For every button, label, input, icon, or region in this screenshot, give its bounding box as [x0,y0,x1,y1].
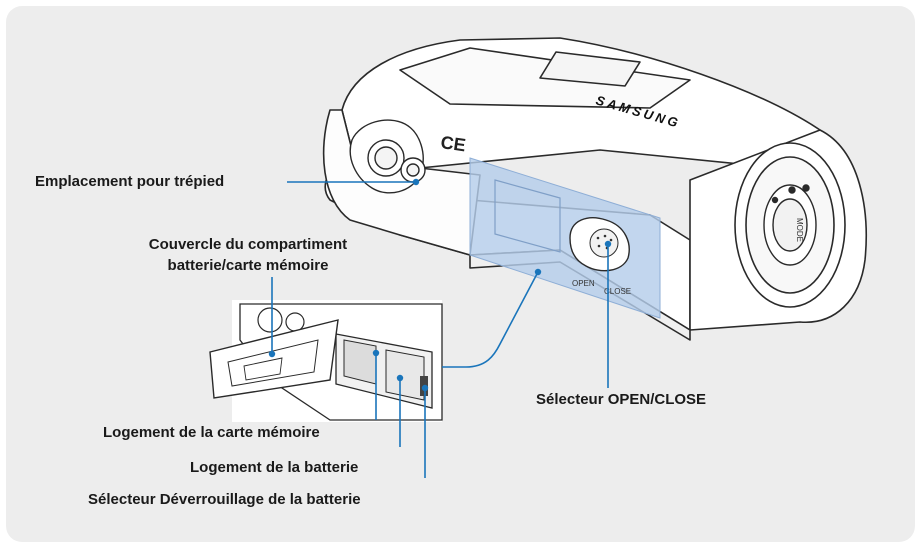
ce-mark: CE [439,132,467,155]
tripod-mount [349,119,426,194]
open-close-switch[interactable] [569,217,630,272]
label-tripod-mount: Emplacement pour trépied [35,173,225,190]
mode-dial [763,184,817,266]
cover-inner-panel [494,179,561,253]
inset-open-compartment [209,300,443,422]
label-open-close: Sélecteur OPEN/CLOSE [536,391,707,408]
leader-lines [271,181,609,478]
label-cover-line2: batterie/carte mémoire [167,257,329,274]
label-cover-line1: Couvercle du compartiment [148,236,348,253]
leader-dots [268,178,612,392]
switch-close-text: CLOSE [604,287,631,296]
label-battery-release: Sélecteur Déverrouillage de la batterie [88,491,361,508]
label-card-slot: Logement de la carte mémoire [103,424,320,441]
mode-text: MODE [795,218,804,242]
battery-cover-highlight [469,157,661,319]
switch-open-text: OPEN [572,279,595,288]
label-battery-slot: Logement de la batterie [190,459,359,476]
